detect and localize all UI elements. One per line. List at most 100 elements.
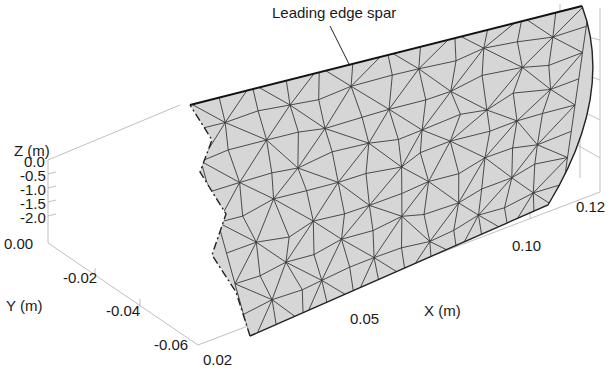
mesh-edge xyxy=(256,242,260,276)
mesh-edge xyxy=(402,167,429,182)
axis-label: 0.05 xyxy=(350,311,379,326)
mesh-edge xyxy=(350,267,355,300)
axis-label: Y (m) xyxy=(6,298,42,313)
mesh-edge xyxy=(235,276,260,284)
mesh-edge xyxy=(482,75,487,110)
mesh-edge xyxy=(256,237,289,242)
mesh-edge xyxy=(243,216,257,242)
mesh-edge xyxy=(373,231,374,258)
mesh-edge xyxy=(355,289,381,300)
mesh-edge xyxy=(402,153,421,167)
mesh-edge xyxy=(429,174,459,182)
mesh-edge xyxy=(455,33,484,48)
mesh-edge xyxy=(303,280,322,322)
mesh-edge xyxy=(274,168,298,199)
leading-edge-spar xyxy=(190,6,582,105)
mesh-edge xyxy=(543,89,551,113)
mesh-edge xyxy=(289,221,313,237)
mesh-edge xyxy=(325,129,332,152)
mesh-edge xyxy=(451,61,456,92)
mesh-edge xyxy=(252,300,272,345)
mesh-edge xyxy=(513,93,517,121)
mesh-edge xyxy=(517,37,553,42)
mesh-edge xyxy=(450,131,490,141)
mesh-edge xyxy=(389,75,392,109)
mesh-edge xyxy=(290,105,325,129)
mesh-edge xyxy=(430,230,454,241)
mesh-edge xyxy=(454,203,459,230)
mesh-edge xyxy=(389,109,422,130)
mesh-edge xyxy=(424,215,430,242)
mesh-edge xyxy=(329,300,355,311)
wing-surface xyxy=(190,6,593,336)
mesh-edge xyxy=(429,182,459,203)
mesh-edge xyxy=(517,114,543,121)
mesh-edge xyxy=(369,205,402,216)
mesh-edge xyxy=(553,37,583,52)
mesh-edge xyxy=(369,143,402,167)
mesh-edge xyxy=(338,182,344,214)
mesh-edge xyxy=(522,65,548,67)
triangle-mesh xyxy=(184,0,590,345)
mesh-edge xyxy=(387,50,419,69)
axis-label: X (m) xyxy=(424,303,461,318)
mesh-edge xyxy=(419,69,451,92)
mesh-edge xyxy=(252,83,290,105)
axis-label: 0.00 xyxy=(4,236,33,251)
mesh-edge xyxy=(432,255,458,266)
mesh-edge xyxy=(366,143,369,173)
mesh-edge xyxy=(227,253,236,284)
mesh-edge xyxy=(451,91,461,114)
mesh-edge xyxy=(487,110,490,131)
mesh-edge xyxy=(342,205,370,239)
mesh-edge xyxy=(402,242,430,248)
wing-edge xyxy=(250,6,593,336)
mesh-edge xyxy=(553,0,590,37)
axis-label: -0.02 xyxy=(63,270,97,285)
mesh-edge xyxy=(522,8,556,16)
mesh-edge xyxy=(406,242,430,278)
mesh-edge xyxy=(319,67,351,87)
mesh-edge xyxy=(290,105,298,132)
mesh-edge xyxy=(457,244,483,255)
axis-label: -0.06 xyxy=(154,337,188,352)
mesh-edge xyxy=(522,37,553,67)
mesh-edge xyxy=(583,26,587,52)
mesh-edge xyxy=(575,79,579,105)
mesh-edge xyxy=(369,205,373,230)
mesh-edge xyxy=(505,178,512,208)
mesh-edge xyxy=(402,182,429,217)
mesh-edge xyxy=(374,248,401,258)
mesh-edge xyxy=(228,150,239,183)
mesh-edge xyxy=(351,75,392,86)
mesh-edge xyxy=(298,129,325,133)
mesh-edge xyxy=(429,141,451,181)
mesh-edge xyxy=(256,199,273,242)
mesh-edge xyxy=(267,140,272,173)
mesh-edge xyxy=(225,83,252,122)
mesh-edge xyxy=(313,221,315,255)
mesh-edge xyxy=(402,182,429,194)
mesh-edge xyxy=(369,109,389,143)
mesh-edge xyxy=(218,223,227,254)
wing-root xyxy=(190,105,250,336)
mesh-edge xyxy=(479,208,505,215)
mesh-edge xyxy=(240,183,243,217)
mesh-edge xyxy=(537,145,567,158)
mesh-edge xyxy=(513,67,522,93)
mesh-edge xyxy=(512,178,534,193)
mesh-edge xyxy=(454,230,458,255)
mesh-edge xyxy=(278,323,304,334)
mesh-edge xyxy=(398,140,401,168)
mesh-edge xyxy=(487,110,517,121)
mesh-edge xyxy=(549,65,551,89)
mesh-edge xyxy=(422,130,450,141)
mesh-edge xyxy=(193,131,202,162)
mesh-edge xyxy=(322,239,342,280)
mesh-edge xyxy=(551,79,579,90)
mesh-edge xyxy=(512,164,535,178)
mesh-edge xyxy=(314,255,322,281)
mesh-edge xyxy=(272,262,286,300)
mesh-edge xyxy=(398,130,422,140)
